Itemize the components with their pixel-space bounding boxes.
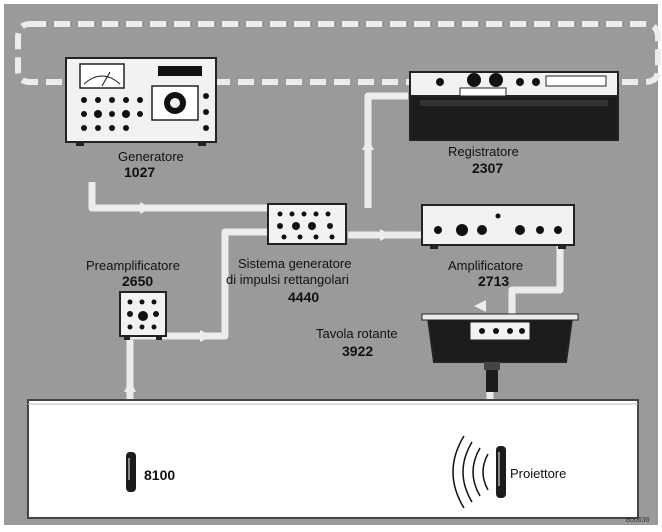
digital-display <box>158 66 202 76</box>
generatore-device <box>66 58 216 146</box>
sistema-name-line2: di impulsi rettangolari <box>226 272 349 287</box>
microfono-code: 8100 <box>144 467 175 483</box>
proiettore-name: Proiettore <box>510 466 566 481</box>
preamplificatore-code: 2650 <box>122 273 153 289</box>
generatore-code: 1027 <box>124 164 155 180</box>
sistema-code: 4440 <box>288 289 319 305</box>
probe-shaft <box>486 370 498 392</box>
generatore-name: Generatore <box>118 149 184 164</box>
registratore-device <box>410 72 618 140</box>
microphone-8100 <box>126 452 136 492</box>
amplificatore-name: Amplificatore <box>448 258 523 273</box>
amplificatore-device <box>422 205 574 249</box>
amplificatore-code: 2713 <box>478 273 509 289</box>
sistema-device <box>268 204 346 244</box>
tavola-name: Tavola rotante <box>316 326 398 341</box>
preamplificatore-device <box>120 292 166 340</box>
tavola-code: 3922 <box>342 343 373 359</box>
figure-code: 800836 <box>626 517 649 524</box>
water-tank <box>28 400 638 518</box>
preamplificatore-name: Preamplificatore <box>86 258 180 273</box>
registratore-code: 2307 <box>472 160 503 176</box>
sistema-name-line1: Sistema generatore <box>238 256 351 271</box>
registratore-name: Registratore <box>448 144 519 159</box>
